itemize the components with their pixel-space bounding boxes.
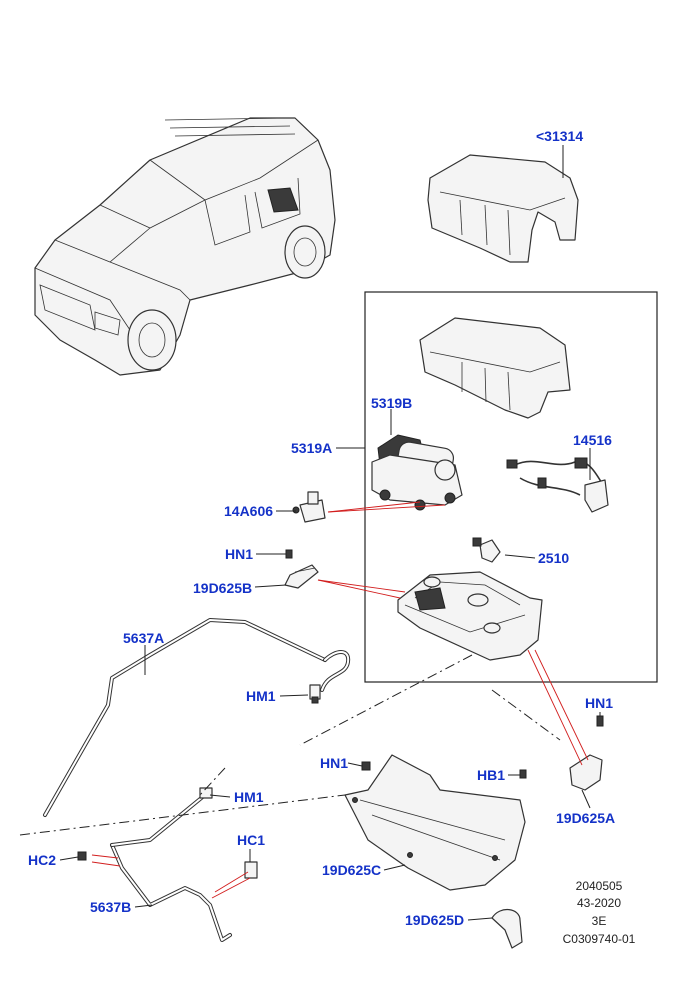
bracket-14A606 [292, 491, 326, 523]
callout-HN1-top[interactable]: HN1 [225, 546, 253, 562]
reference-line-4: C0309740-01 [563, 932, 636, 946]
callout-2510[interactable]: 2510 [538, 550, 569, 566]
assembly-frame [364, 291, 658, 683]
bracket-19D625A [569, 715, 604, 791]
vehicle-illustration [34, 117, 336, 376]
callout-5637B[interactable]: 5637B [90, 899, 131, 915]
callout-19D625A[interactable]: 19D625A [556, 810, 615, 826]
air-line-5637A [43, 618, 351, 817]
callout-5319A[interactable]: 5319A [291, 440, 332, 456]
skid-plate-19D625C [344, 754, 527, 891]
callout-labels: <31314 5319B 5319A 14516 14A606 HN1 2510… [28, 128, 615, 928]
callout-31314[interactable]: <31314 [536, 128, 583, 144]
air-compressor-5319B [371, 434, 463, 511]
compressor-tray [397, 571, 543, 661]
black-leaders [59, 145, 601, 921]
wiring-harness-14516 [506, 457, 609, 513]
callout-HC2[interactable]: HC2 [28, 852, 56, 868]
engine-cover-31314 [427, 154, 579, 263]
callout-5637A[interactable]: 5637A [123, 630, 164, 646]
red-leaders [91, 501, 589, 899]
callout-HM1-upper[interactable]: HM1 [246, 688, 276, 704]
callout-5319B[interactable]: 5319B [371, 395, 412, 411]
callout-HB1[interactable]: HB1 [477, 767, 505, 783]
callout-19D625B[interactable]: 19D625B [193, 580, 252, 596]
inner-cover [419, 317, 571, 419]
callout-14516[interactable]: 14516 [573, 432, 612, 448]
bracket-19D625B [284, 549, 319, 589]
reference-line-3: 3E [592, 914, 607, 928]
callout-HN1-plate[interactable]: HN1 [320, 755, 348, 771]
callout-19D625C[interactable]: 19D625C [322, 862, 381, 878]
reference-line-1: 2040505 [576, 879, 623, 893]
guide-lines [19, 654, 561, 836]
callout-HN1-right[interactable]: HN1 [585, 695, 613, 711]
bracket-19D625D [491, 909, 523, 949]
callout-HM1-lower[interactable]: HM1 [234, 789, 264, 805]
callout-HC1[interactable]: HC1 [237, 832, 265, 848]
callout-19D625D[interactable]: 19D625D [405, 912, 464, 928]
reference-block: 2040505 43-2020 3E C0309740-01 [563, 879, 636, 946]
reference-line-2: 43-2020 [577, 896, 621, 910]
fitting-2510 [472, 537, 501, 563]
callout-14A606[interactable]: 14A606 [224, 503, 273, 519]
